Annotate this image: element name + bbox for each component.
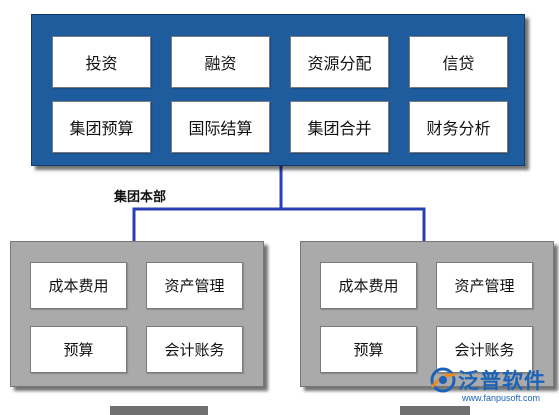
cut-off-caption-left [110,406,208,415]
function-box: 信贷 [409,36,508,88]
watermark: 泛普软件 www.fanpusoft.com [428,361,554,407]
subsidiary-function-grid: 成本费用 资产管理 预算 会计账务 [320,262,533,373]
function-box: 国际结算 [171,101,270,153]
function-box: 成本费用 [320,262,417,309]
function-box: 预算 [30,326,127,373]
function-box: 财务分析 [409,101,508,153]
subsidiary-block-right: 成本费用 资产管理 预算 会计账务 [300,241,554,387]
function-box: 集团预算 [52,101,151,153]
watermark-name: 泛普软件 [458,369,546,393]
subsidiary-block-left: 成本费用 资产管理 预算 会计账务 [10,241,264,387]
connector-line [281,207,426,241]
function-box: 资源分配 [290,36,389,88]
function-box: 会计账务 [436,326,533,373]
headquarters-function-grid: 投资 融资 资源分配 信贷 集团预算 国际结算 集团合并 财务分析 [52,36,508,153]
fanpu-logo-icon [430,367,456,393]
function-box: 成本费用 [30,262,127,309]
function-box: 融资 [171,36,270,88]
headquarters-label: 集团本部 [114,190,167,205]
watermark-url: www.fanpusoft.com [462,393,541,403]
function-box: 集团合并 [290,101,389,153]
function-box: 会计账务 [146,326,243,373]
cut-off-caption-right [400,406,470,415]
function-box: 资产管理 [146,262,243,309]
function-box: 资产管理 [436,262,533,309]
headquarters-block: 投资 融资 资源分配 信贷 集团预算 国际结算 集团合并 财务分析 [31,14,525,166]
function-box: 投资 [52,36,151,88]
subsidiary-function-grid: 成本费用 资产管理 预算 会计账务 [30,262,243,373]
function-box: 预算 [320,326,417,373]
connector-line [132,164,283,241]
